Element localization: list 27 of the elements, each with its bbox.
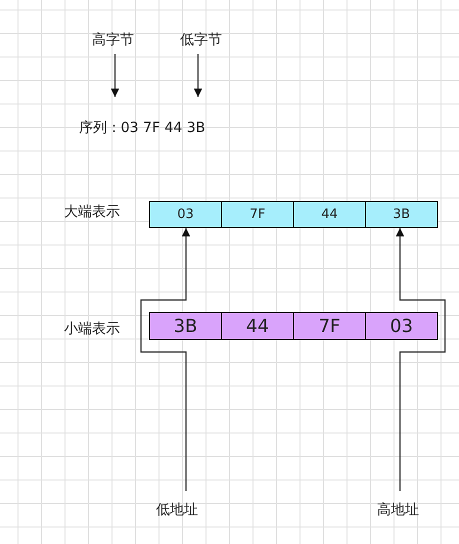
text-label: 低字节	[180, 31, 222, 49]
arrow	[194, 54, 202, 97]
byte-cell	[221, 201, 294, 228]
byte-value: 3B	[174, 316, 198, 336]
byte-cell	[293, 201, 366, 228]
text-label: 序列：03 7F 44 3B	[78, 119, 206, 137]
row-label: 小端表示	[64, 320, 120, 338]
byte-cell	[365, 201, 438, 228]
byte-value: 44	[246, 316, 269, 336]
row-label: 大端表示	[64, 203, 120, 221]
byte-value: 03	[177, 207, 194, 222]
byte-value: 44	[321, 207, 338, 222]
text-label: 高字节	[92, 31, 134, 49]
arrow	[140, 228, 190, 491]
byte-cell	[221, 312, 294, 340]
byte-value: 03	[390, 316, 413, 336]
text-label: 高地址	[377, 501, 419, 519]
arrow	[110, 54, 120, 97]
byte-cell	[293, 312, 366, 340]
byte-value: 3B	[392, 207, 410, 222]
byte-value: 7F	[250, 207, 266, 222]
byte-cell	[149, 312, 222, 340]
byte-cell	[149, 201, 222, 228]
arrow	[396, 228, 446, 491]
byte-cell	[365, 312, 438, 340]
byte-value: 7F	[318, 316, 340, 336]
text-label: 低地址	[156, 501, 198, 519]
